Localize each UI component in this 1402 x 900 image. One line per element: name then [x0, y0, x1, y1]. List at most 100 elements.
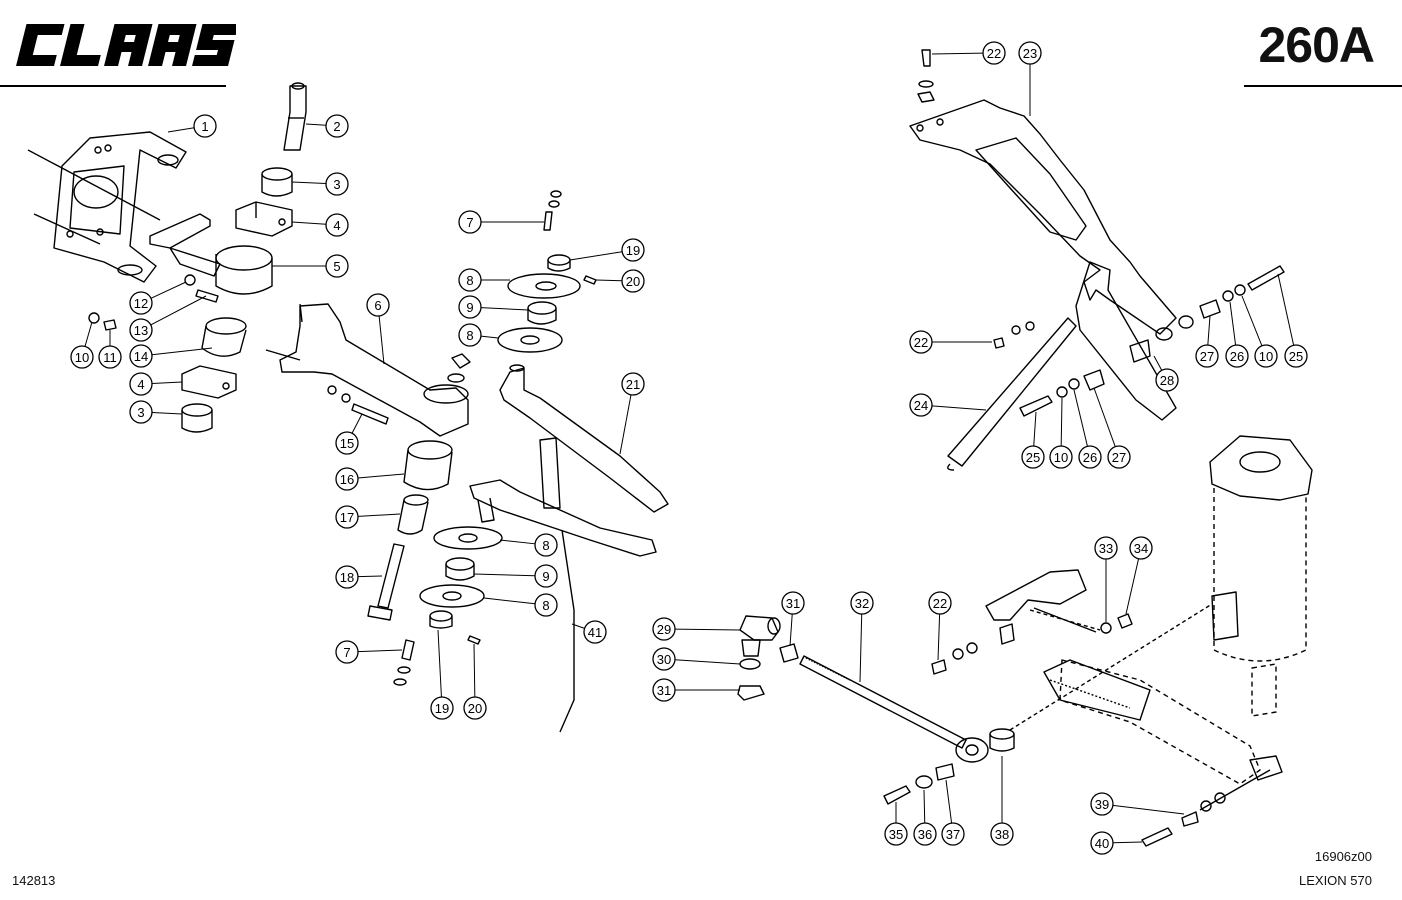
callout-4: 4: [129, 372, 153, 396]
part-bolt-35: [883, 785, 911, 805]
part-bolt: [195, 289, 219, 303]
callout-circle: [913, 822, 937, 846]
callout-circle: [366, 293, 390, 317]
leader-line-18: [357, 575, 383, 578]
callout-circle: [458, 323, 482, 347]
callout-27: 27: [1195, 344, 1219, 368]
leader-line-22: [931, 52, 984, 55]
leader-line-37: [945, 779, 953, 824]
callout-41: 41: [583, 620, 607, 644]
leader-line-30: [674, 659, 741, 665]
part-mount-plate: [909, 99, 1177, 421]
part-spacer-37: [935, 763, 955, 781]
leader-line-4: [291, 221, 327, 225]
part-collar-lower: [429, 616, 453, 629]
callout-16: 16: [335, 467, 359, 491]
callout-30: 30: [652, 647, 676, 671]
callout-38: 38: [990, 822, 1014, 846]
part-nut-31-upper: [779, 643, 799, 663]
part-set-screw-lower: [467, 635, 481, 645]
callout-circle: [652, 617, 676, 641]
callout-40: 40: [1090, 831, 1114, 855]
callout-label: 32: [855, 596, 869, 611]
callout-label: 13: [134, 323, 148, 338]
callout-10: 10: [1049, 445, 1073, 469]
part-long-bolt: [377, 543, 405, 609]
part-block-lower: [181, 365, 237, 399]
part-bolt-22-top: [921, 49, 931, 67]
callout-31: 31: [652, 678, 676, 702]
callout-label: 20: [468, 701, 482, 716]
callout-26: 26: [1225, 344, 1249, 368]
callout-label: 7: [343, 645, 350, 660]
part-bolt-7-upper: [543, 211, 553, 231]
callout-2: 2: [325, 114, 349, 138]
leader-line-7: [357, 649, 403, 653]
callout-9: 9: [458, 295, 482, 319]
part-bushing-lower: [181, 403, 213, 433]
callout-circle: [98, 345, 122, 369]
callout-circle: [129, 318, 153, 342]
callout-circle: [463, 696, 487, 720]
leader-line-6: [378, 315, 385, 365]
leader-line-26: [1073, 389, 1088, 447]
callout-circle: [325, 172, 349, 196]
callout-label: 6: [374, 298, 381, 313]
callout-35: 35: [884, 822, 908, 846]
callout-32: 32: [850, 591, 874, 615]
leader-line-25: [1033, 411, 1037, 447]
callout-label: 25: [1026, 450, 1040, 465]
callout-circle: [534, 593, 558, 617]
leader-line-3: [151, 412, 183, 415]
callout-label: 34: [1134, 541, 1148, 556]
part-lever: [265, 303, 469, 437]
part-nut: [88, 312, 100, 324]
leader-line-26: [1229, 301, 1237, 346]
callout-circle: [193, 114, 217, 138]
callout-6: 6: [366, 293, 390, 317]
part-bolt-25b: [1247, 265, 1285, 291]
callout-label: 27: [1112, 450, 1126, 465]
callout-circle: [1107, 445, 1131, 469]
callout-circle: [325, 114, 349, 138]
part-washer-top: [447, 373, 465, 383]
callout-circle: [325, 213, 349, 237]
part-set-screw-upper: [583, 275, 597, 285]
callout-circle: [928, 591, 952, 615]
callout-circle: [1021, 445, 1045, 469]
callout-circle: [990, 822, 1014, 846]
callout-34: 34: [1129, 536, 1153, 560]
model-name: LEXION 570: [1299, 873, 1372, 888]
callout-circle: [335, 505, 359, 529]
callout-circle: [583, 620, 607, 644]
leader-line-32: [859, 613, 863, 683]
callout-label: 25: [1289, 349, 1303, 364]
leader-line-10: [1060, 397, 1063, 447]
callout-label: 26: [1230, 349, 1244, 364]
leader-lines: [84, 52, 1295, 844]
callout-circle: [1094, 536, 1118, 560]
callout-label: 40: [1095, 836, 1109, 851]
part-28: [1129, 339, 1151, 363]
callout-circle: [335, 467, 359, 491]
callout-10: 10: [70, 345, 94, 369]
callout-circle: [1195, 344, 1219, 368]
part-41-line: [559, 529, 575, 733]
callout-label: 8: [542, 598, 549, 613]
part-nut-34: [1117, 613, 1133, 629]
callout-22: 22: [982, 41, 1006, 65]
callout-20: 20: [463, 696, 487, 720]
callout-label: 33: [1099, 541, 1113, 556]
callout-circle: [129, 400, 153, 424]
leader-line-8: [483, 597, 536, 605]
leader-line-4: [151, 381, 183, 384]
callout-circle: [781, 591, 805, 615]
part-rod-24: [947, 317, 1077, 467]
callout-circle: [335, 640, 359, 664]
leader-line-10: [84, 321, 93, 347]
callout-label: 31: [786, 596, 800, 611]
part-filter-housing: [1209, 435, 1313, 717]
document-number: 142813: [12, 873, 56, 888]
